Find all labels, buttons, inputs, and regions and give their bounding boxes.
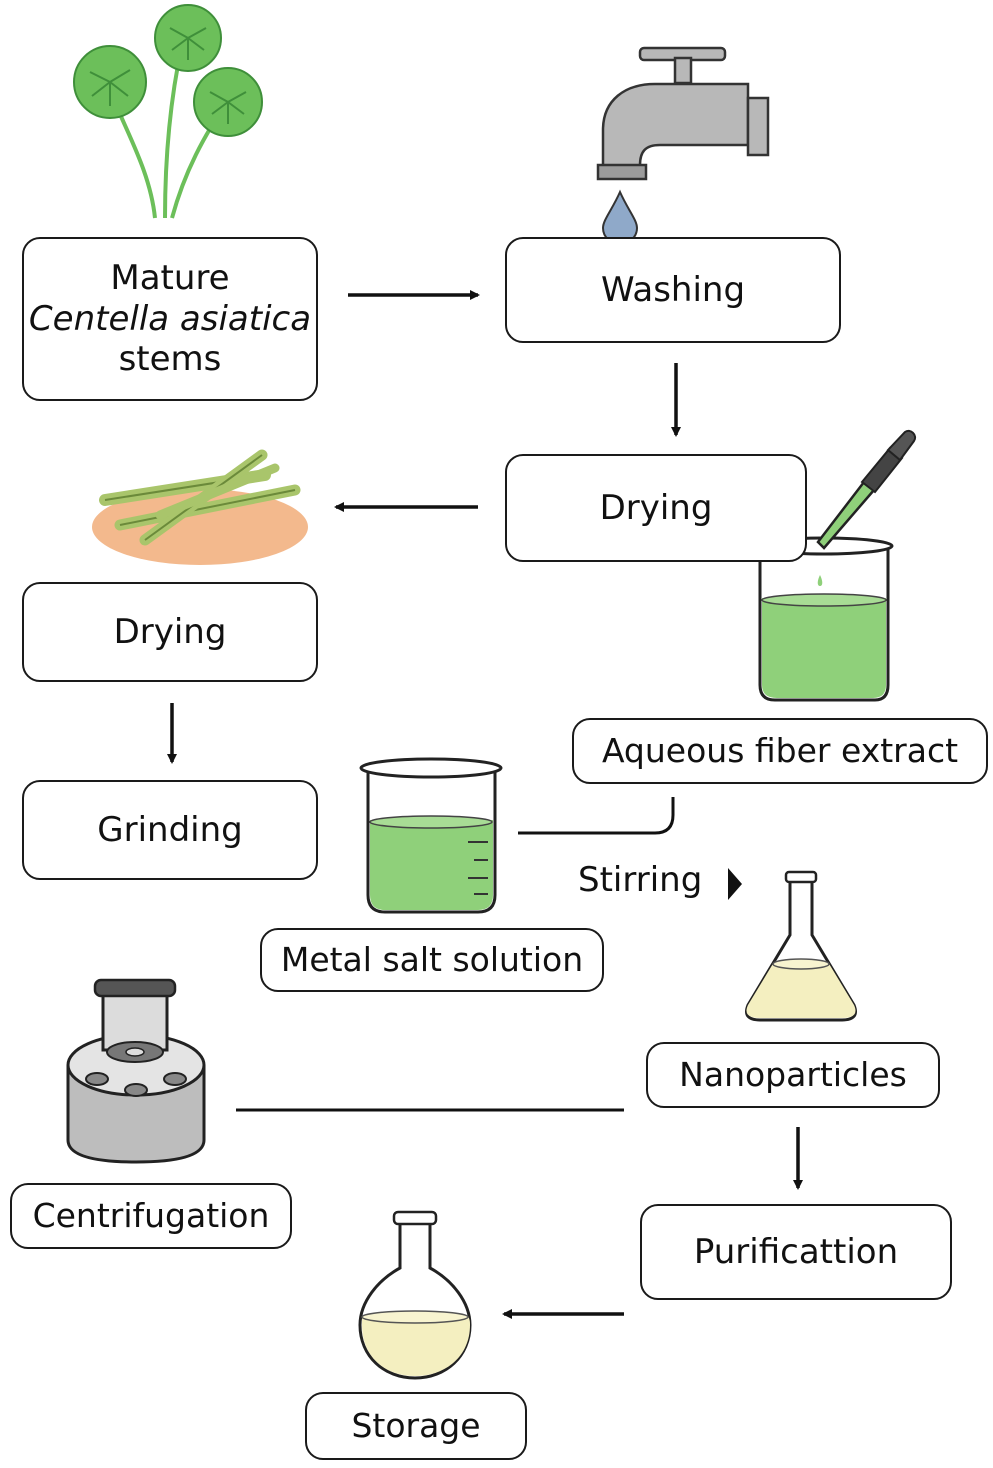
drying-left-box: Drying [22,582,318,682]
metal-salt-box: Metal salt solution [260,928,604,992]
connectors [167,290,803,1319]
drying-right-label: Drying [599,487,713,528]
washing-label: Washing [600,269,746,310]
stems-line2: Centella asiatica [28,298,312,339]
storage-box: Storage [305,1392,527,1460]
erlenmeyer-flask-icon [745,870,857,1022]
nanoparticles-label: Nanoparticles [679,1055,907,1095]
beaker-icon [359,757,503,914]
line-extract-to-beaker [518,797,675,835]
stems-box: Mature Centella asiatica stems [22,237,318,401]
aqueous-extract-box: Aqueous fiber extract [572,718,988,784]
storage-label: Storage [351,1406,481,1446]
stems-line3: stems [118,339,222,380]
grinding-box: Grinding [22,780,318,880]
aqueous-extract-label: Aqueous fiber extract [601,731,959,771]
nanoparticles-box: Nanoparticles [646,1042,940,1108]
metal-salt-label: Metal salt solution [280,940,584,980]
grinding-label: Grinding [97,809,243,850]
purification-box: Purificattion [640,1204,952,1300]
round-flask-icon [358,1210,472,1380]
washing-box: Washing [505,237,841,343]
centrifuge-icon [66,978,206,1164]
stems-line1: Mature [110,257,230,298]
centrifugation-label: Centrifugation [32,1196,270,1236]
plant-icon [73,4,263,219]
stirring-arrowhead [728,868,742,900]
centrifugation-box: Centrifugation [10,1183,292,1249]
drying-right-box: Drying [505,454,807,562]
stirring-label: Stirring [578,860,703,900]
drying-left-label: Drying [113,611,227,652]
purification-label: Purificattion [693,1231,899,1272]
dried-stems-icon [92,449,308,565]
faucet-icon [596,46,770,181]
